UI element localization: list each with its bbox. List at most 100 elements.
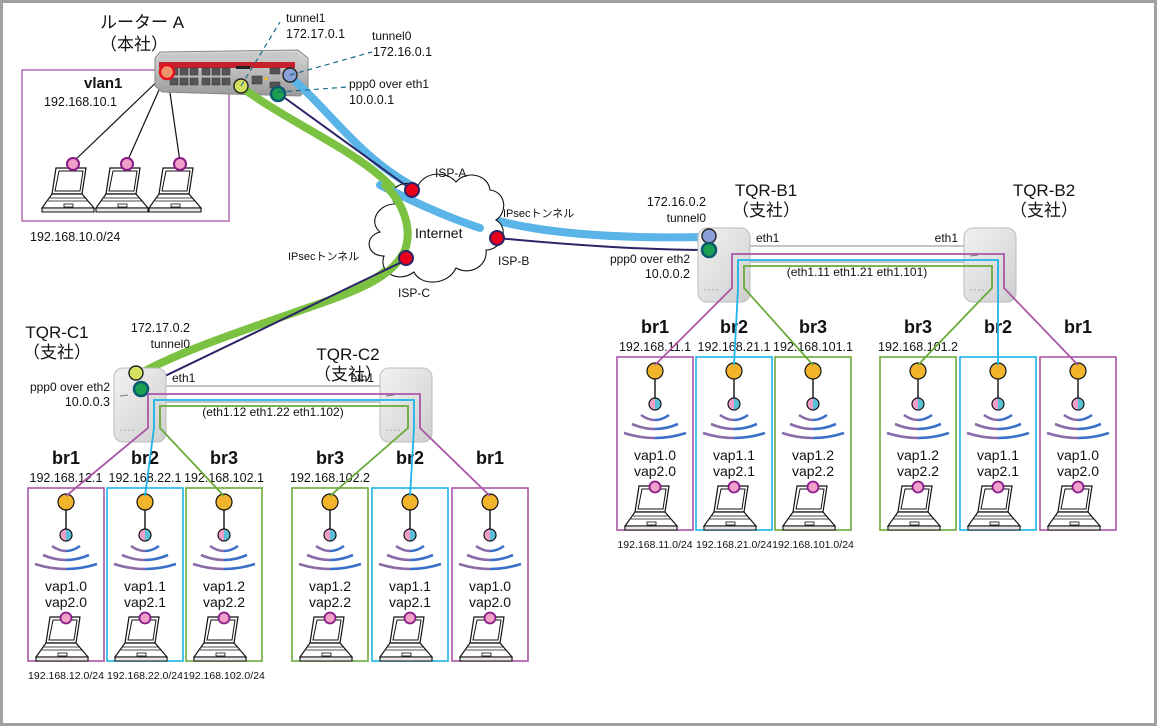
vap-node-left [60, 529, 66, 541]
vap-node-left [139, 529, 145, 541]
wifi-arc [719, 413, 735, 422]
wifi-arc [1077, 413, 1093, 422]
ap2-device[interactable] [963, 227, 1017, 303]
ap-led [969, 254, 979, 257]
bridge-name: br3 [904, 317, 932, 337]
ap1-name: TQR-C1 [25, 323, 88, 342]
subnet-label: 192.168.12.0/24 [28, 670, 104, 682]
vap-node-right [490, 529, 496, 541]
wifi-arc [65, 553, 90, 562]
vap-node-right [655, 398, 661, 410]
wifi-arc [329, 544, 345, 553]
vap2-label: vap2.0 [1057, 463, 1099, 479]
wifi-arc [144, 562, 177, 571]
vap-node-left [484, 529, 490, 541]
vap2-label: vap2.2 [897, 463, 939, 479]
isp-nodes [398, 182, 505, 266]
vap2-label: vap2.2 [203, 594, 245, 610]
wifi-arc [113, 562, 146, 571]
tunnel-node [701, 228, 717, 244]
wifi-arc [409, 544, 425, 553]
ppp-node [132, 380, 150, 398]
bridge-node [57, 493, 75, 511]
vlan1-label: vlan1 [84, 75, 122, 92]
wifi-arc [489, 562, 522, 571]
site-c: TQR-C1（支社）TQR-C2（支社）172.17.0.2tunnel0ppp… [23, 321, 529, 682]
wifi-arc [1046, 431, 1079, 440]
vap-node-left [324, 529, 330, 541]
bridge-node [989, 362, 1007, 380]
wifi-arc [65, 544, 81, 553]
laptop-icon [379, 616, 433, 662]
ap2-site: （支社） [314, 365, 382, 384]
wifi-arc [640, 413, 656, 422]
vap-node-left [912, 398, 918, 410]
wifi-arc [917, 422, 942, 431]
wifi-arc [329, 553, 354, 562]
ipsec-c-label: IPsecトンネル [288, 250, 359, 263]
wifi-arc [894, 422, 919, 431]
bridge-ip: 192.168.102.2 [290, 471, 370, 485]
eth-left-label: eth1 [756, 231, 780, 245]
ppp-ip: 10.0.0.3 [65, 395, 110, 409]
wifi-arc [192, 562, 225, 571]
vap-node [217, 528, 231, 542]
vap1-label: vap1.0 [634, 447, 676, 463]
vap-node-left [728, 398, 734, 410]
client-node [59, 611, 73, 625]
vap1-label: vap1.0 [469, 578, 511, 594]
tunnel-ip: 172.17.0.2 [131, 321, 190, 335]
vap-node-left [992, 398, 998, 410]
wifi-arc [733, 431, 766, 440]
ap-body [963, 227, 1017, 303]
vap1-label: vap1.2 [897, 447, 939, 463]
vap2-label: vap2.0 [469, 594, 511, 610]
vap-node-right [998, 398, 1004, 410]
laptop-icon [1047, 485, 1101, 531]
vlan-line-br2 [733, 259, 999, 366]
isp-a-node [404, 182, 420, 198]
isp-b-node [489, 230, 505, 246]
vap-node [806, 397, 820, 411]
bridge-node [401, 493, 419, 511]
wifi-arc [983, 413, 999, 422]
bridge-node [321, 493, 339, 511]
wifi-arc [409, 562, 442, 571]
eth-right-label: eth1 [351, 371, 375, 385]
vap-node-right [66, 529, 72, 541]
vap-node-left [807, 398, 813, 410]
client-node [403, 611, 417, 625]
vap-node [138, 528, 152, 542]
bridge-node [646, 362, 664, 380]
bridge-ip: 192.168.101.1 [773, 340, 853, 354]
ap2-device[interactable] [379, 367, 433, 443]
ppp0-node [269, 85, 287, 103]
vap1-label: vap1.0 [1057, 447, 1099, 463]
vap-node-left [649, 398, 655, 410]
laptop-icon [193, 616, 247, 662]
vap2-label: vap2.1 [389, 594, 431, 610]
wifi-arc [386, 553, 411, 562]
laptop-icon [459, 616, 513, 662]
wifi-arc [466, 553, 491, 562]
vlan-list: (eth1.11 eth1.21 eth1.101) [787, 265, 928, 279]
wifi-arc [966, 431, 999, 440]
laptop-icon [967, 485, 1021, 531]
wifi-arc [42, 553, 67, 562]
vap-node-right [918, 398, 924, 410]
bridge-node [215, 493, 233, 511]
wifi-arc [1077, 431, 1110, 440]
wifi-arc [130, 544, 146, 553]
eth-left-label: eth1 [172, 371, 196, 385]
wifi-arc [329, 562, 362, 571]
laptop-icon [624, 485, 678, 531]
bridge-ip: 192.168.12.1 [30, 471, 103, 485]
wifi-arc [409, 553, 434, 562]
vap1-label: vap1.2 [203, 578, 245, 594]
subnet-label: 192.168.21.0/24 [696, 539, 772, 551]
bridge-name: br3 [210, 448, 238, 468]
wifi-arc [702, 431, 735, 440]
